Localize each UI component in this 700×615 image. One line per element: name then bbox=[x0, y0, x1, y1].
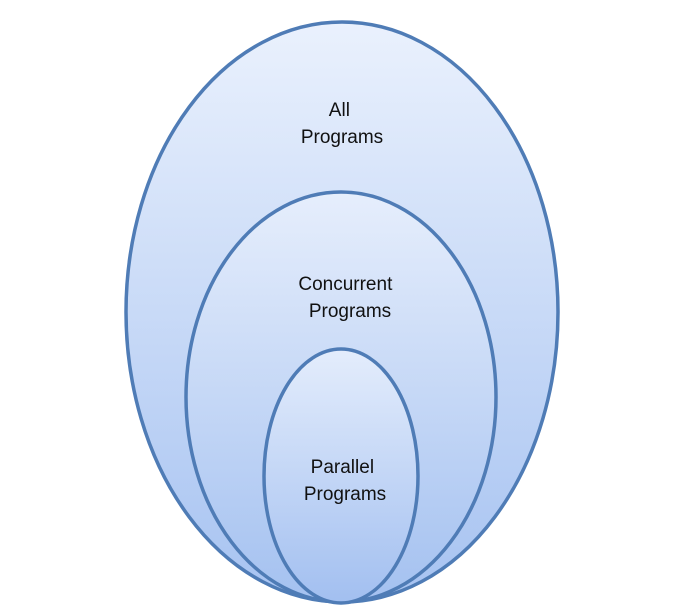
set-parallel-programs-label: Parallel Programs bbox=[304, 457, 386, 505]
set-parallel-programs-label-line-1: Parallel bbox=[311, 457, 374, 478]
set-parallel-programs-label-line-2: Programs bbox=[304, 484, 386, 505]
set-all-programs-label-line-1: All bbox=[329, 100, 350, 121]
set-concurrent-programs-label: Concurrent Programs bbox=[298, 274, 397, 322]
set-parallel-programs-ellipse bbox=[262, 347, 420, 605]
set-all-programs-label: All Programs bbox=[301, 100, 383, 148]
set-concurrent-programs-label-line-1: Concurrent bbox=[298, 274, 393, 295]
set-concurrent-programs-label-line-2: Programs bbox=[309, 301, 391, 322]
set-all-programs-label-line-2: Programs bbox=[301, 127, 383, 148]
